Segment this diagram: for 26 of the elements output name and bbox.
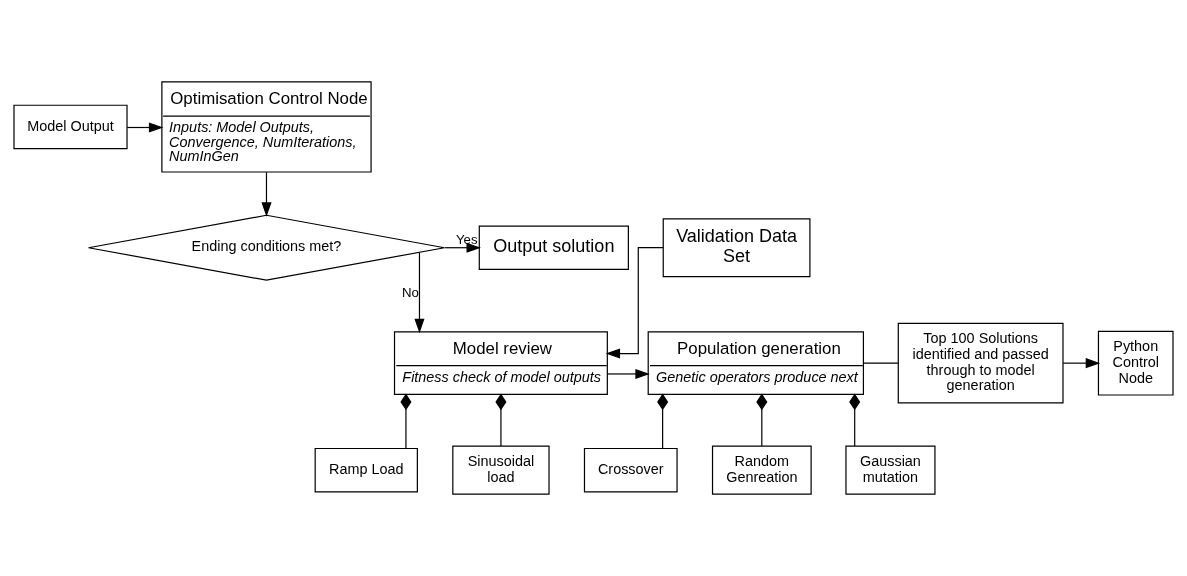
node-box: Validation Data Set xyxy=(662,218,811,278)
arrow xyxy=(606,368,650,379)
node-box: Crossover xyxy=(583,447,678,493)
arrow xyxy=(1062,358,1101,369)
connector xyxy=(657,393,669,449)
node-box: Sinusoidal load xyxy=(452,445,550,495)
edge-label: No xyxy=(402,284,419,300)
arrow xyxy=(126,122,164,133)
node-box: Model Output xyxy=(13,104,128,150)
connector xyxy=(756,393,768,447)
arrow xyxy=(605,247,664,359)
edge-label: Yes xyxy=(455,231,478,247)
arrow xyxy=(444,242,481,253)
node-diamond: Ending conditions met? xyxy=(87,214,446,281)
connector xyxy=(849,393,861,447)
node-box: Gaussian mutation xyxy=(845,445,936,495)
node-box: Python Control Node xyxy=(1097,330,1174,396)
node-box: Random Genreation xyxy=(711,445,812,495)
connector xyxy=(863,362,899,364)
arrow xyxy=(261,171,272,217)
node-box: Ramp Load xyxy=(314,447,418,493)
arrow xyxy=(414,252,425,334)
node-box: Output solution xyxy=(478,225,629,270)
node-box: Top 100 Solutions identified and passed through to model generation xyxy=(897,322,1064,404)
connector xyxy=(400,393,412,449)
connector xyxy=(495,393,507,447)
